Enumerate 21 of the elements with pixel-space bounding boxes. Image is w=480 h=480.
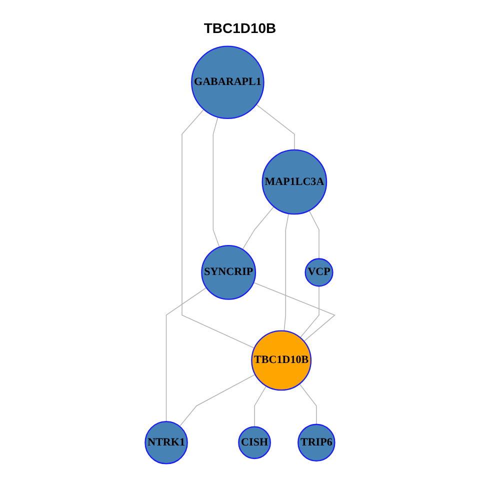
connector (256, 104, 295, 150)
connector (308, 210, 320, 260)
connector (242, 206, 274, 250)
node-circle: TRIP6 (298, 424, 336, 462)
connector (254, 386, 267, 428)
node-circle: GABARAPL1 (191, 46, 264, 119)
node-circle: MAP1LC3A (262, 149, 328, 215)
connector (182, 109, 255, 349)
node-circle: SYNCRIP (201, 245, 256, 300)
connector (253, 282, 336, 342)
node-circle: CISH (238, 426, 271, 460)
connector (284, 213, 290, 332)
node-circle: VCP (304, 258, 334, 287)
node-circle: NTRK1 (144, 421, 188, 464)
connector (179, 374, 256, 427)
connector (166, 287, 207, 422)
title: TBC1D10B (204, 20, 276, 36)
connector (300, 286, 320, 338)
node-circle: TBC1D10B (251, 330, 312, 391)
connector (212, 116, 220, 248)
connector (299, 384, 317, 425)
